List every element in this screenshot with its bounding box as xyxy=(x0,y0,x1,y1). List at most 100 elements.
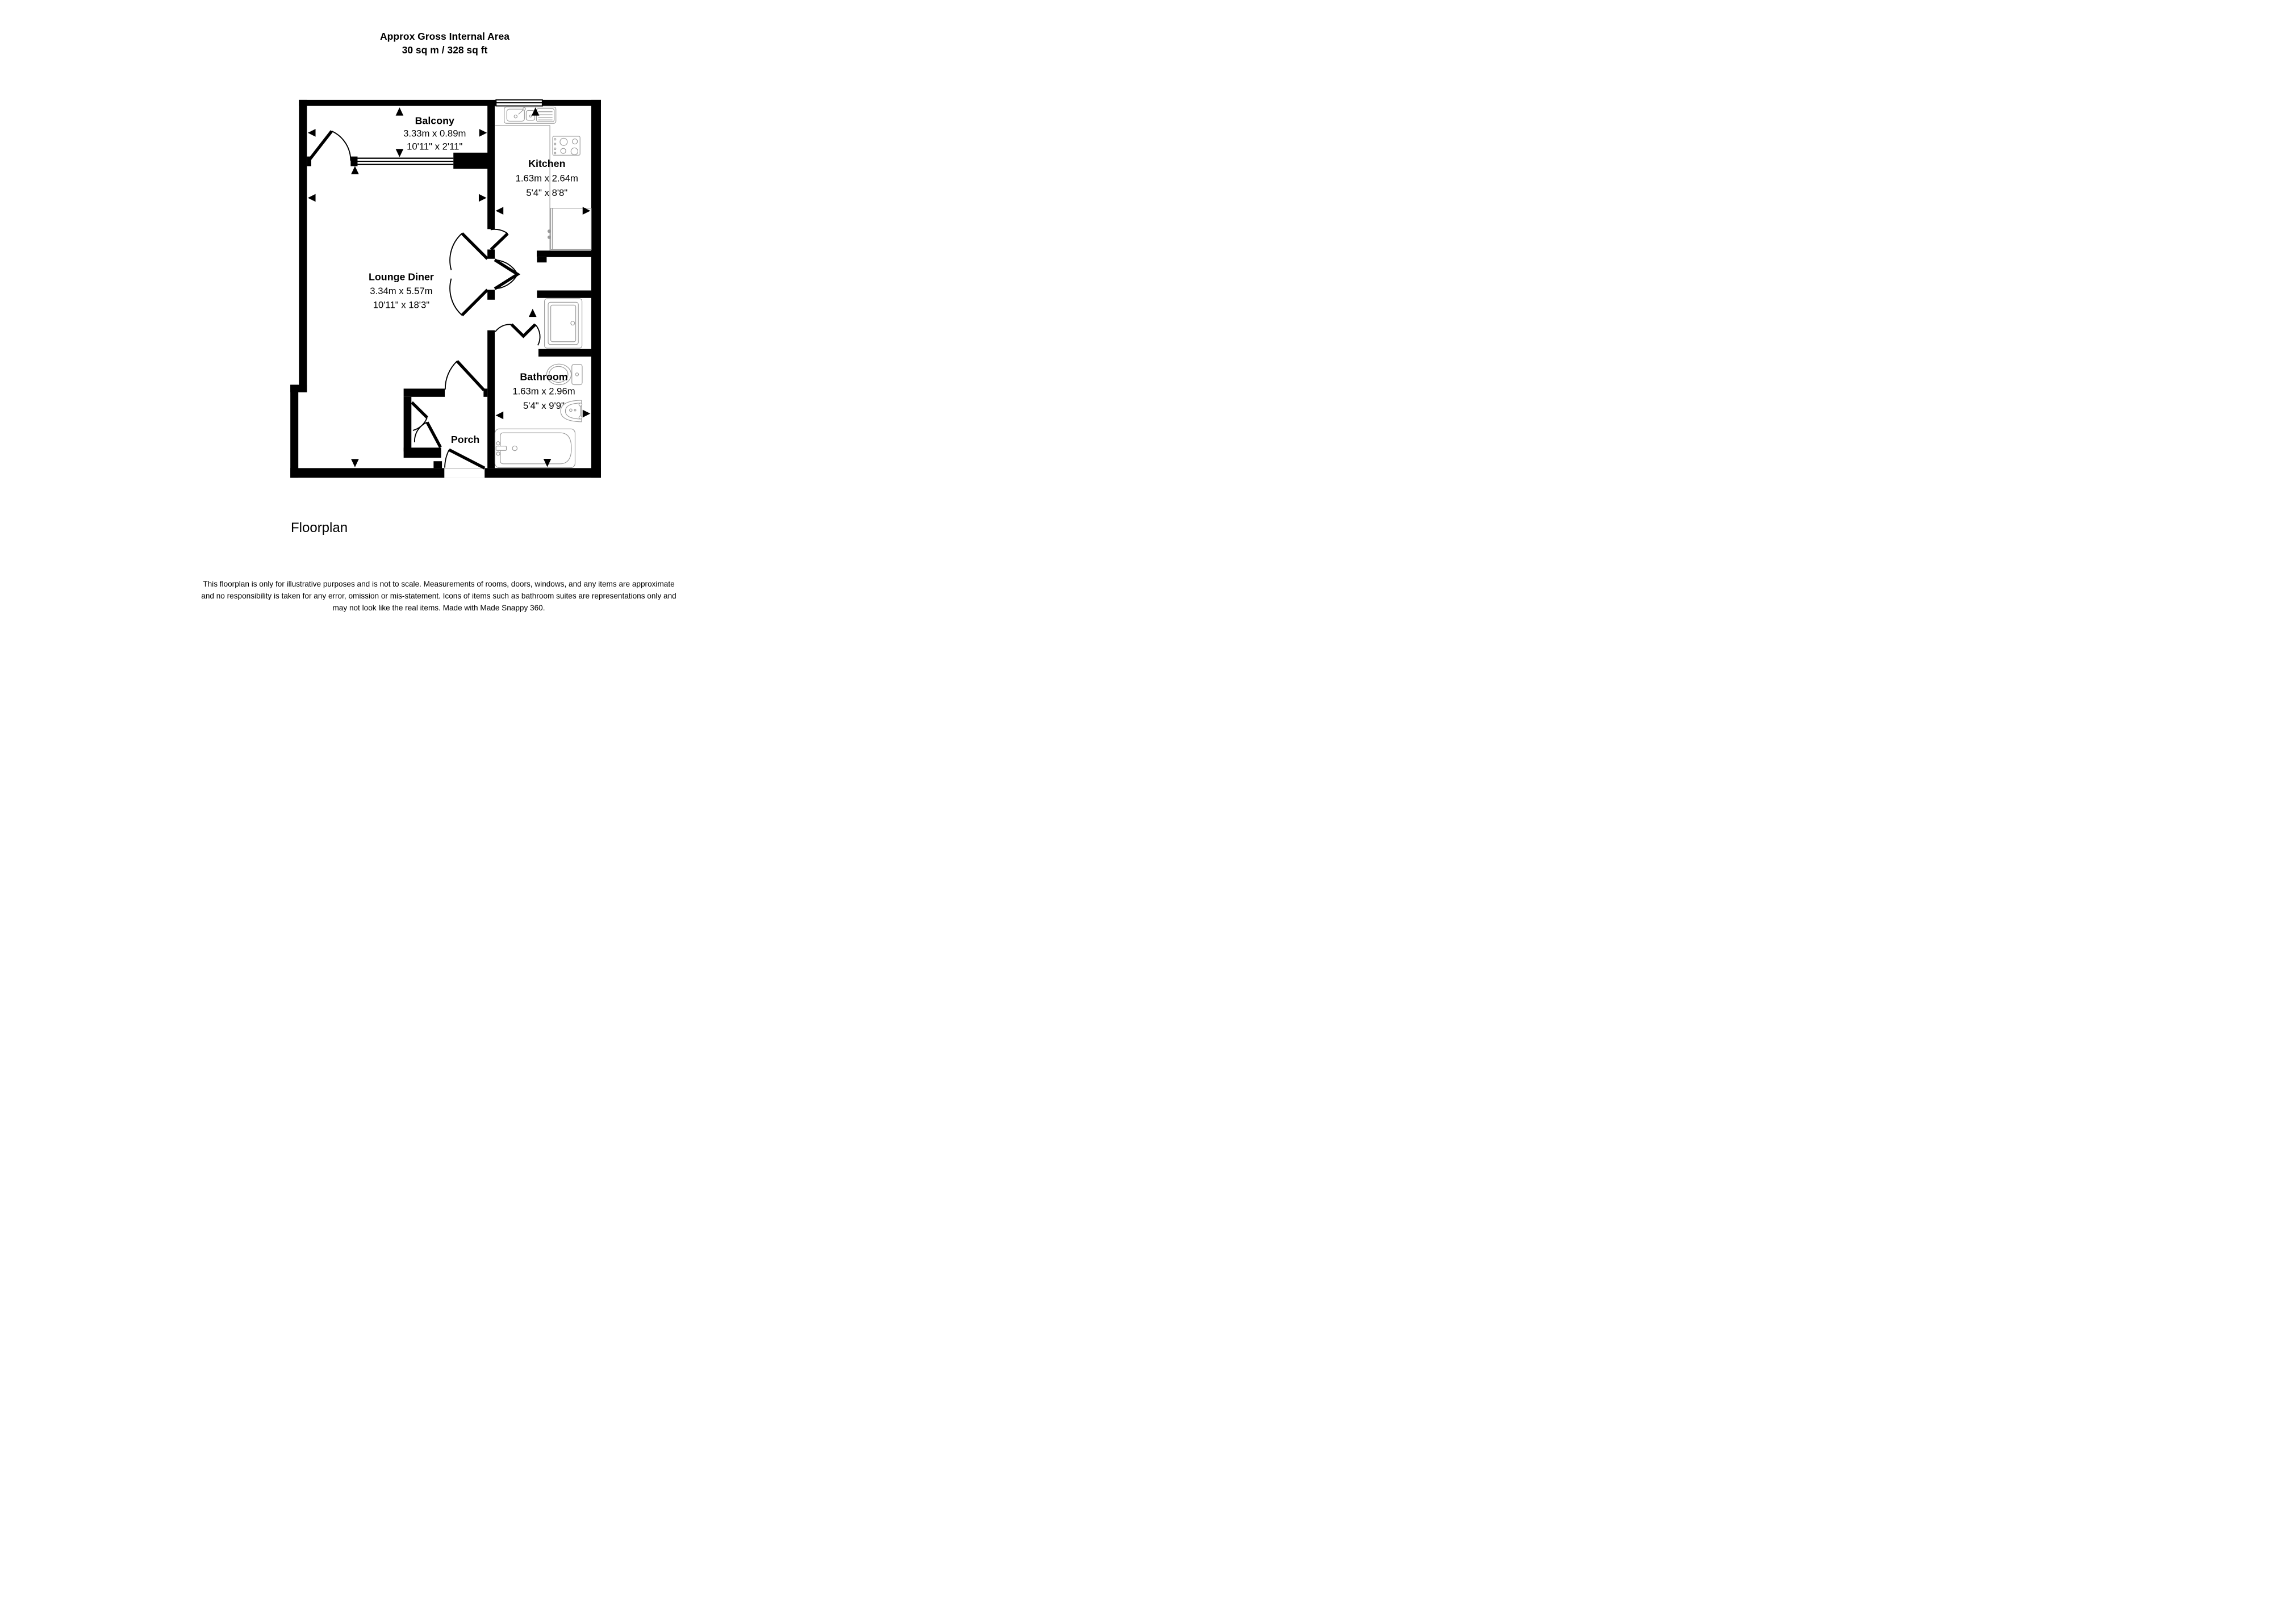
basin-overflow xyxy=(574,409,577,412)
hall-door-arc-lower xyxy=(449,278,463,316)
lounge-label: Lounge Diner 3.34m x 5.57m 10'11" x 18'3… xyxy=(369,271,434,310)
bathroom-arrow-left-icon xyxy=(495,411,504,420)
disclaimer: This floorplan is only for illustrative … xyxy=(0,578,878,614)
basin-icon xyxy=(560,400,583,422)
shower-icon xyxy=(544,298,583,349)
lounge-arrow-up-icon xyxy=(351,166,359,174)
bathroom-arrow-down-icon xyxy=(543,459,552,467)
cupboard-hinge-2 xyxy=(547,235,552,239)
balcony-door-arc xyxy=(331,131,352,161)
bathroom-arrow-right-icon xyxy=(582,409,591,418)
room-labels: Balcony 3.33m x 0.89m 10'11" x 2'11" Kit… xyxy=(369,115,578,445)
basin-inner xyxy=(565,403,581,420)
page-title: Approx Gross Internal Area 30 sq m / 328… xyxy=(239,30,651,57)
kitchen-metric: 1.63m x 2.64m xyxy=(516,173,578,184)
bath-tub xyxy=(500,432,572,464)
top-wall-left xyxy=(299,99,496,106)
toilet-seat xyxy=(549,366,569,383)
title-area-line: Approx Gross Internal Area xyxy=(380,31,509,42)
balcony-name: Balcony xyxy=(415,115,454,127)
bath-icon xyxy=(494,428,576,468)
bathroom-imperial: 5'4" x 9'9" xyxy=(523,400,565,411)
divider-wall-post-1 xyxy=(487,249,495,259)
hall-door-leaf-lower xyxy=(461,288,489,316)
shower-door-arc-right xyxy=(534,324,541,346)
porch-lounge-door xyxy=(444,360,486,391)
shower-door-fold-leaves xyxy=(510,323,537,338)
left-wall-lower xyxy=(290,384,299,478)
porch-inner-leaf-lower xyxy=(425,421,442,448)
bathroom-label: Bathroom 1.63m x 2.96m 5'4" x 9'9" xyxy=(512,371,575,411)
kitchen-imperial: 5'4" x 8'8" xyxy=(526,187,567,198)
shower-bottom-wall xyxy=(538,349,591,357)
windows xyxy=(307,99,543,166)
porch-inner-leaf-upper xyxy=(411,401,428,419)
shower-room-door xyxy=(495,323,541,346)
kitchen-door-arc xyxy=(490,228,508,235)
basin-drain xyxy=(569,408,573,412)
bathroom-metric: 1.63m x 2.96m xyxy=(512,386,575,397)
hall-door-fold-arc-upper xyxy=(494,259,519,275)
shower-door-arc-left xyxy=(495,324,512,332)
kitchen-cupboard xyxy=(547,208,592,250)
porch-lounge-door-leaf xyxy=(456,360,486,391)
balcony-arrow-down-icon xyxy=(395,149,404,157)
kitchen-name: Kitchen xyxy=(528,158,565,169)
sink-drainer-ridges xyxy=(538,111,553,120)
entrance-opening xyxy=(444,468,485,478)
shower-drain xyxy=(570,321,575,326)
hob-knob-2 xyxy=(554,143,557,145)
balcony-imperial: 10'11" x 2'11" xyxy=(407,141,462,152)
sink-drain-small xyxy=(529,114,532,118)
hob-burner-1 xyxy=(559,137,568,146)
right-wall xyxy=(591,99,601,478)
hob-knob-4 xyxy=(554,152,557,154)
balcony-door-leaf xyxy=(308,130,333,161)
balcony-arrow-left-icon xyxy=(307,129,316,137)
cupboard-hinge-1 xyxy=(547,229,552,233)
porch-inner-arc-lower xyxy=(414,421,428,442)
floorplan-page: Approx Gross Internal Area 30 sq m / 328… xyxy=(0,0,878,627)
kitchen-label: Kitchen 1.63m x 2.64m 5'4" x 8'8" xyxy=(516,158,578,198)
bath-tap-1 xyxy=(496,441,500,446)
bathroom-arrow-up-icon xyxy=(528,308,537,317)
top-wall-right xyxy=(542,99,601,106)
disclaimer-line-1: This floorplan is only for illustrative … xyxy=(203,580,675,588)
bath-drain xyxy=(512,445,518,451)
title-size-line: 30 sq m / 328 sq ft xyxy=(402,44,488,56)
shower-tray-inner xyxy=(550,304,577,342)
kitchen-counter-line xyxy=(495,125,550,251)
window-end-block xyxy=(453,152,495,169)
lounge-imperial: 10'11" x 18'3" xyxy=(373,300,430,311)
sink-tap xyxy=(523,107,526,111)
kitchen-arrow-left-icon xyxy=(495,207,504,215)
balcony-window-post xyxy=(350,156,358,166)
hall-door-fold-leaves xyxy=(494,258,521,290)
entrance-door-arc xyxy=(444,449,450,468)
toilet-icon xyxy=(546,363,583,386)
porch-left-wall xyxy=(403,396,412,452)
porch-name: Porch xyxy=(451,434,479,445)
porch-inner-doors xyxy=(411,401,442,448)
divider-wall-post-2 xyxy=(487,290,495,300)
balcony-metric: 3.33m x 0.89m xyxy=(403,128,466,139)
porch-lower-jamb xyxy=(433,461,442,468)
porch-stub-wall xyxy=(403,447,441,458)
disclaimer-line-3: may not look like the real items. Made w… xyxy=(332,604,545,612)
toilet-flush xyxy=(575,372,579,376)
cupboard-body xyxy=(550,208,592,250)
balcony-door-hinge-plate xyxy=(307,156,311,166)
lounge-metric: 3.34m x 5.57m xyxy=(370,286,432,296)
kitchen-bottom-wall xyxy=(536,250,591,257)
doors xyxy=(308,130,541,470)
hall-door-leaf-upper xyxy=(461,232,489,260)
porch-door-post xyxy=(483,388,488,397)
hob-burner-2 xyxy=(571,138,578,145)
walls xyxy=(290,99,601,478)
hob-knob-1 xyxy=(554,138,557,141)
balcony-door xyxy=(308,130,352,161)
balcony-window-line-top xyxy=(357,157,454,159)
floorplan-drawing: Balcony 3.33m x 0.89m 10'11" x 2'11" Kit… xyxy=(290,99,601,478)
entrance-door xyxy=(444,448,486,470)
bath-tap-2 xyxy=(496,451,500,456)
